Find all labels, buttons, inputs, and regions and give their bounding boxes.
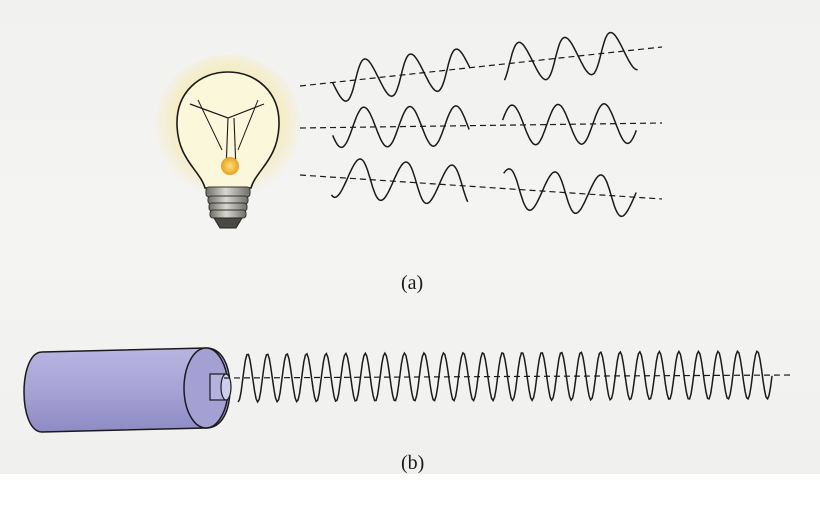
caption-b: (b): [401, 452, 425, 474]
light-comparison-diagram: [23, 31, 793, 433]
filament-glow: [221, 157, 239, 175]
laser-icon: [23, 347, 232, 433]
coherent-wave: [237, 349, 773, 404]
incoherent-wave-2-2: [501, 103, 638, 146]
incoherent-wave-1-2: [503, 31, 638, 81]
incoherent-wave-3-1: [330, 158, 469, 205]
incoherent-wave-3-2: [503, 168, 637, 218]
incoherent-wave-2-1: [332, 105, 470, 149]
wave-axis-2: [299, 122, 663, 129]
incoherent-waves: [330, 31, 638, 218]
bulb-icon: [153, 55, 303, 229]
wave-axis-3: [299, 174, 663, 200]
wave-axis-1: [299, 46, 663, 87]
incoherent-wave-1-1: [331, 48, 471, 102]
laser-wave: [237, 349, 773, 404]
caption-a: (a): [401, 272, 424, 294]
